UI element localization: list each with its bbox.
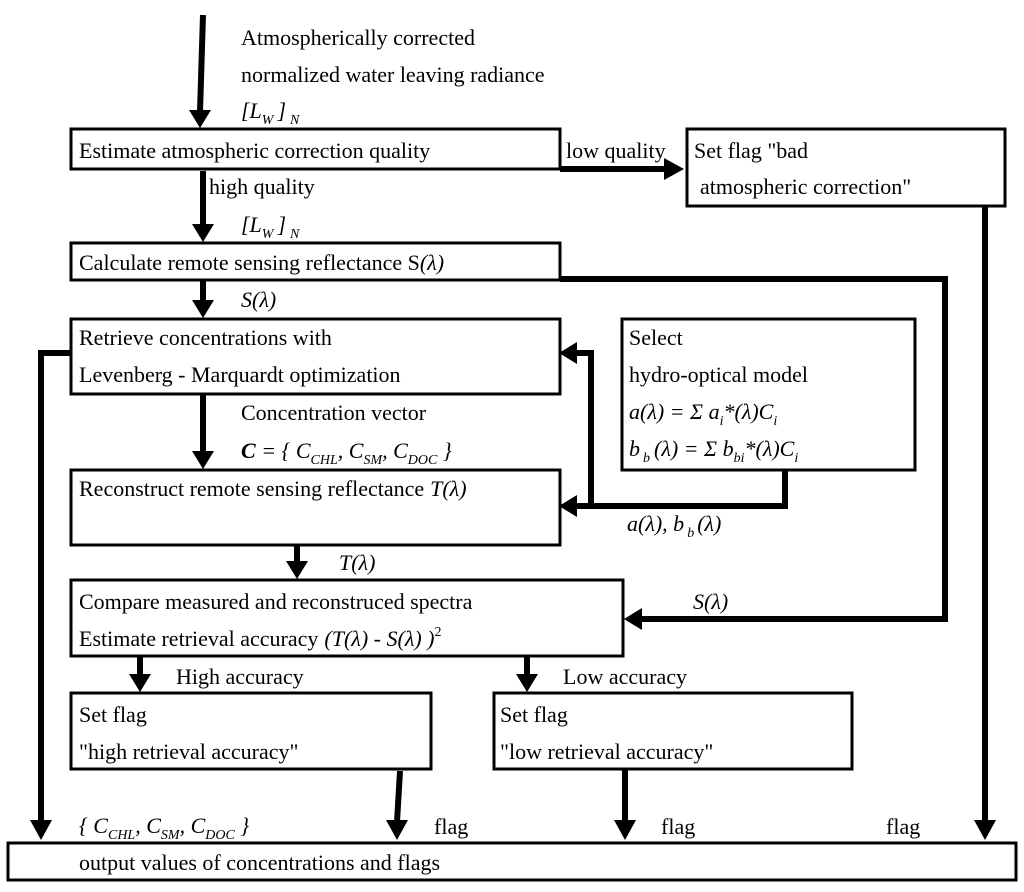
low-flag-box [492,691,854,771]
model-to-retrieve-arrowhead [559,342,577,364]
input-line-2: normalized water leaving radiance [241,62,545,87]
input-symbol: [LW]N [241,98,300,128]
concentration-arrowhead [192,451,214,469]
low-flag-line-2: "low retrieval accuracy" [500,739,713,764]
s-lambda-arrowhead [192,300,214,318]
s-lambda-feedback-path [560,276,948,622]
input-arrowhead [189,110,211,128]
low-flag-line-1: Set flag [500,702,568,727]
input-arrow-line [197,14,206,113]
compare-box [69,578,625,658]
bad-flag-line-2: atmospheric correction" [700,174,911,199]
select-model-box [620,317,917,472]
high-flag-line-2: "high retrieval accuracy" [79,739,299,764]
compare-line-2: Estimate retrieval accuracy(T(λ) - S(λ) … [79,625,442,651]
texts: Atmospherically corrected normalized wat… [79,25,920,875]
concentration-vector-expr: C = { CCHL, CSM, CDOC } [241,438,452,468]
connectors [30,14,996,840]
select-equation-1: a(λ) = Σ ai*(λ)Ci [629,399,777,429]
retrieve-box [69,317,562,396]
model-to-retrieve-path [575,350,594,506]
concentrations-output-arrowhead [30,820,52,840]
select-line-1: Select [629,325,683,350]
lw-symbol-2: [LW]N [241,212,300,242]
output-box [6,841,1018,882]
bad-flag-arrowhead [974,820,996,840]
high-accuracy-arrowhead [129,674,151,692]
estimate-quality-label: Estimate atmospheric correction quality [79,138,430,163]
s-lambda-feedback-arrowhead [624,608,642,630]
model-output-path [575,470,788,509]
concentrations-output-path [38,350,71,822]
low-accuracy-arrowhead [516,674,538,692]
model-to-reconstruct-arrowhead [559,495,577,517]
flag-label-3: flag [886,814,920,839]
high-quality-label: high quality [209,174,315,199]
s-lambda-label-1: S(λ) [241,287,276,312]
high-flag-arrowhead [386,820,408,840]
low-quality-arrowhead [664,158,684,180]
output-concentrations-label: { CCHL, CSM, CDOC } [79,813,249,843]
t-lambda-label: T(λ) [339,550,375,575]
select-line-2: hydro-optical model [629,362,808,387]
bad-flag-line-1: Set flag "bad [694,138,808,163]
high-accuracy-label: High accuracy [176,664,304,689]
flag-label-1: flag [434,814,468,839]
compare-line-1: Compare measured and reconstruced spectr… [79,589,473,614]
high-flag-arrow-line [394,770,403,823]
t-lambda-arrowhead [286,561,308,579]
calc-reflectance-box [69,241,562,282]
low-accuracy-label: Low accuracy [563,664,687,689]
high-flag-box [69,691,433,771]
s-lambda-label-2: S(λ) [693,589,728,614]
calc-reflectance-label: Calculate remote sensing reflectance S(λ… [79,250,444,275]
flag-label-2: flag [661,814,695,839]
low-quality-label: low quality [566,138,666,163]
reconstruct-box [69,468,562,547]
output-label: output values of concentrations and flag… [79,850,440,875]
input-line-1: Atmospherically corrected [241,25,475,50]
concentration-vector-label: Concentration vector [241,400,427,425]
retrieve-line-1: Retrieve concentrations with [79,325,332,350]
low-flag-arrowhead [614,820,636,840]
estimate-quality-box [69,127,562,171]
high-flag-line-1: Set flag [79,702,147,727]
boxes [6,127,1018,882]
high-quality-arrowhead [192,224,214,242]
bad-flag-box [685,127,1007,208]
retrieve-line-2: Levenberg - Marquardt optimization [79,362,401,387]
